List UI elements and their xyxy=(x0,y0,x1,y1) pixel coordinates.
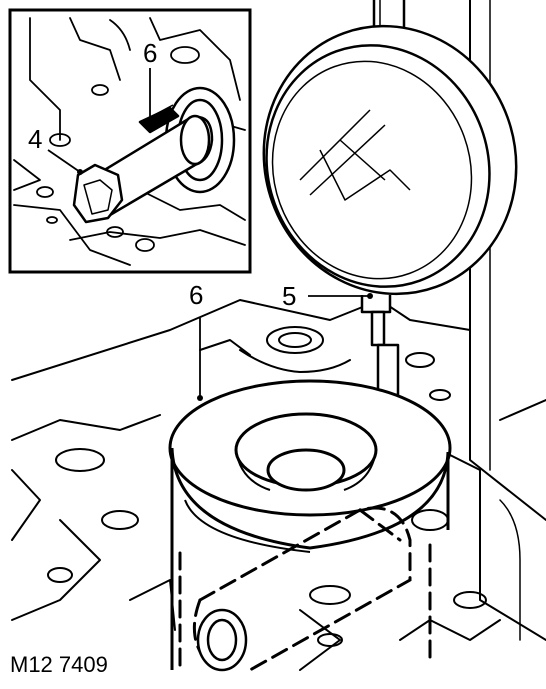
inset-pin-head xyxy=(72,163,124,224)
inset-engine-detail xyxy=(13,17,246,266)
sleeve-tool xyxy=(168,379,452,670)
dial-gauge xyxy=(262,0,518,422)
inset-callout-4: 4 xyxy=(28,124,42,154)
figure-reference: M12 7409 xyxy=(10,652,108,677)
inset-leader-4 xyxy=(47,149,81,173)
inset-panel: 6 4 xyxy=(8,8,252,274)
inset-callout-6: 6 xyxy=(143,38,157,68)
inset-leader-4-dot xyxy=(77,169,83,175)
callout-6: 6 xyxy=(189,280,203,310)
leader-6-dot xyxy=(197,395,203,401)
pin-end xyxy=(196,608,248,672)
engine-block xyxy=(11,0,546,671)
leader-5-dot xyxy=(367,293,373,299)
gauge-face-reflection xyxy=(299,109,411,201)
callout-5: 5 xyxy=(282,281,296,311)
